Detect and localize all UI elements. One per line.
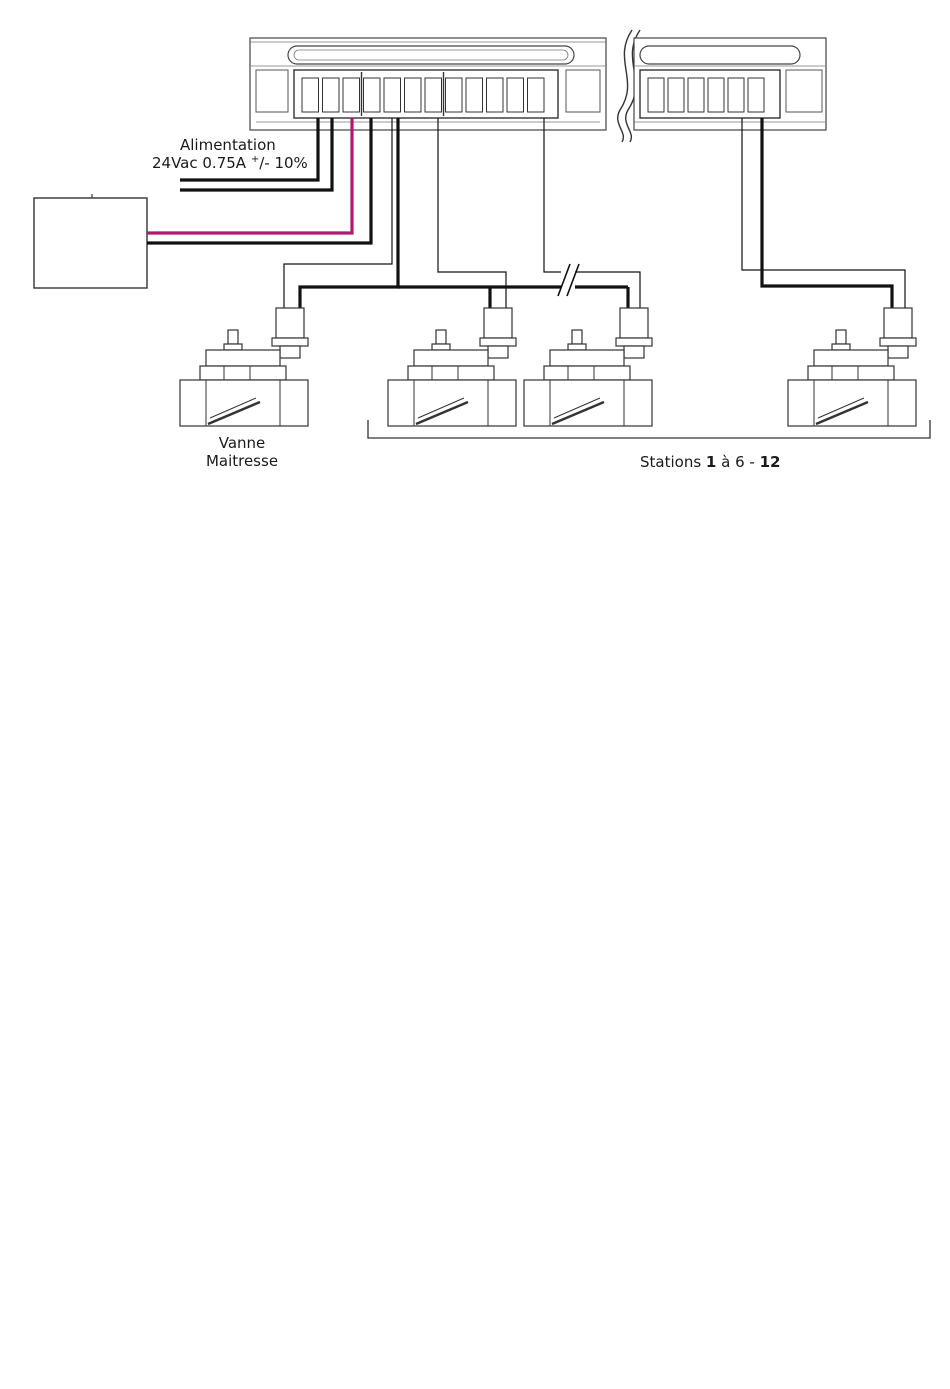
terminal-slot [728,78,744,112]
power-tolerance: /- 10% [259,154,308,172]
stations-prefix: Stations [640,453,706,471]
terminal-slot [343,78,360,112]
terminal-slot [446,78,463,112]
power-voltage: 24Vac 0.75A [152,154,246,172]
sensor-box [34,194,147,288]
master-valve-label: Vanne Maitresse [190,434,294,470]
station-valve-3 [788,308,916,426]
station-valve-2 [524,308,652,426]
stations-six: 6 [735,453,745,471]
field-wires [284,118,905,316]
terminal-slot [507,78,524,112]
terminal-slot [688,78,704,112]
terminal-slot [648,78,664,112]
stations-twelve: 12 [760,453,781,471]
terminal-slot [302,78,319,112]
stations-label: Stations 1 à 6 - 12 [640,453,780,471]
terminal-slot [528,78,545,112]
power-title: Alimentation [152,136,308,154]
master-valve-label-line1: Vanne [190,434,294,452]
terminal-slot [487,78,504,112]
stations-sep: - [745,453,760,471]
terminal-slot [323,78,340,112]
controller-main [250,38,606,130]
station-valve-1 [388,308,516,426]
master-valve [180,308,308,426]
power-plus: + [251,154,259,165]
terminal-slot [425,78,442,112]
wire-break-marks [558,264,579,296]
master-valve-label-line2: Maitresse [190,452,294,470]
controller-extension [634,38,826,130]
stations-mid: à [716,453,735,471]
terminal-slot [668,78,684,112]
terminal-slot [708,78,724,112]
terminal-slot [384,78,401,112]
terminal-slot [405,78,422,112]
power-label: Alimentation 24Vac 0.75A +/- 10% [152,136,308,172]
terminal-slot [748,78,764,112]
terminal-slot [364,78,381,112]
stations-first: 1 [706,453,716,471]
terminal-slot [466,78,483,112]
power-spec: 24Vac 0.75A +/- 10% [152,154,308,172]
wiring-diagram [0,0,950,520]
